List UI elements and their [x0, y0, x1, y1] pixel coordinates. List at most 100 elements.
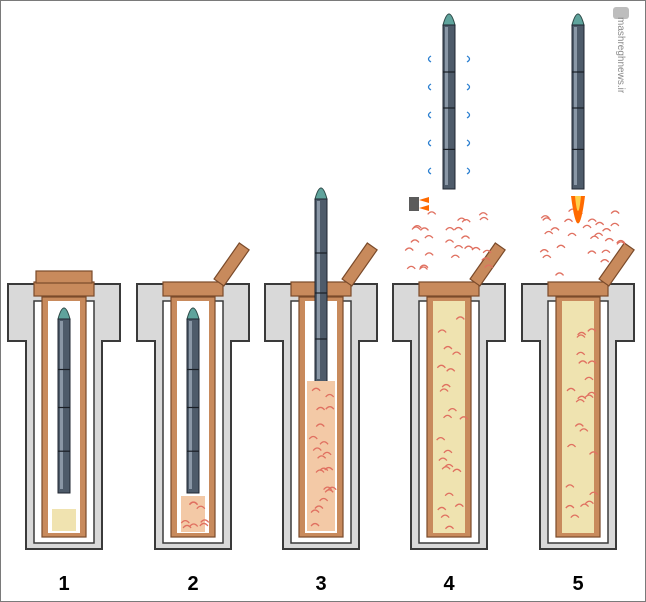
gas-curl	[189, 523, 199, 527]
silo-collar	[547, 281, 609, 297]
airflow-marker-right	[466, 167, 471, 175]
gas-curl	[180, 519, 190, 524]
silo-stage-4	[392, 13, 506, 550]
gas-curl	[452, 351, 462, 356]
gas-curl	[584, 500, 594, 505]
gas-curl	[322, 451, 332, 456]
gas-curl	[439, 388, 449, 392]
gas-curl	[587, 328, 597, 332]
gas-curl	[182, 524, 192, 529]
gas-curl	[540, 215, 550, 219]
gas-curl	[594, 232, 604, 237]
gas-curl	[478, 212, 488, 216]
airflow-marker-right	[466, 111, 471, 119]
silo-stage-2	[136, 242, 250, 550]
gas-curl	[576, 351, 586, 356]
gas-curl	[446, 368, 456, 372]
gas-curl	[482, 249, 492, 254]
gas-curl	[563, 218, 574, 223]
gas-curl	[587, 391, 597, 396]
gas-curl	[404, 247, 414, 252]
gas-curl	[610, 222, 620, 227]
gas-curl	[587, 360, 597, 364]
ejected-sabot	[409, 197, 419, 211]
rocket	[442, 13, 456, 190]
rocket	[57, 307, 71, 494]
gas-curl	[587, 250, 597, 254]
silo-collar	[33, 281, 95, 297]
airflow-marker-right	[466, 139, 471, 147]
gas-curl	[584, 376, 594, 381]
gas-curl	[580, 503, 590, 508]
gas-curl	[542, 217, 552, 221]
gas-curl	[481, 257, 491, 261]
gas-curl	[589, 235, 599, 240]
stage-label-5: 5	[572, 573, 584, 595]
gas-curl	[438, 457, 448, 462]
gas-curl	[317, 455, 327, 459]
stage-label-4: 4	[443, 573, 455, 595]
rocket	[571, 13, 585, 190]
rocket-highlight	[317, 201, 320, 379]
gas-curl	[325, 406, 335, 410]
gas-curl	[457, 217, 467, 222]
gas-curl	[445, 227, 455, 231]
gas-curl	[419, 264, 429, 269]
gas-curl	[577, 331, 587, 336]
gas-curl	[453, 226, 463, 231]
sabot-thruster-flame	[419, 197, 429, 211]
silo-collar	[162, 281, 224, 297]
gas-curl	[447, 408, 457, 412]
gas-curl	[464, 245, 474, 250]
gas-curl	[610, 210, 620, 215]
gas-generator-curls	[180, 501, 210, 529]
gas-curl	[437, 506, 447, 511]
gas-curl	[319, 497, 329, 502]
gas-curl	[567, 443, 577, 448]
gas-curl	[427, 211, 437, 215]
gas-curl	[445, 239, 455, 243]
silo-lid-open	[469, 242, 506, 287]
rocket-highlight	[574, 27, 577, 185]
airflow-marker-right	[466, 55, 471, 63]
gas-curl	[587, 218, 597, 223]
canister-gas-curls	[436, 316, 469, 530]
gas-curl	[565, 504, 575, 509]
gas-curl	[418, 266, 428, 270]
silo-stage-3	[264, 187, 378, 550]
silo-stage-5	[521, 13, 635, 550]
gas-curl	[544, 230, 554, 235]
gas-curl	[578, 360, 588, 364]
gas-curl	[556, 244, 566, 249]
gas-curl	[616, 239, 626, 244]
gas-curl	[443, 449, 453, 454]
gas-curl	[616, 241, 626, 245]
engine-flame-core	[575, 196, 581, 211]
gas-curl	[443, 345, 453, 350]
rocket-body	[57, 318, 71, 494]
gas-curl	[576, 334, 586, 338]
rocket-nose	[442, 13, 456, 26]
gas-curl	[454, 503, 464, 508]
gas-curl	[410, 239, 420, 243]
gas-curl	[327, 486, 337, 491]
gas-curl	[452, 468, 462, 473]
gas-curl	[595, 221, 605, 226]
canister-gas-curls	[565, 328, 599, 519]
gas-curl	[314, 505, 324, 510]
gas-curl	[479, 216, 489, 221]
gas-curl	[566, 387, 576, 392]
rocket-body	[186, 318, 200, 494]
silo-launch-illustration	[7, 13, 635, 550]
gas-curl	[315, 469, 325, 473]
gas-curl	[602, 228, 612, 232]
gas-curl	[308, 435, 318, 440]
canister-gas-fill	[433, 301, 465, 533]
gas-curl	[542, 254, 552, 259]
gas-curl	[188, 501, 198, 505]
gas-curl	[577, 395, 587, 400]
stage-label-2: 2	[187, 573, 199, 595]
gas-curl	[324, 489, 334, 493]
gas-curl	[200, 519, 210, 523]
airflow-marker-left	[427, 83, 432, 91]
